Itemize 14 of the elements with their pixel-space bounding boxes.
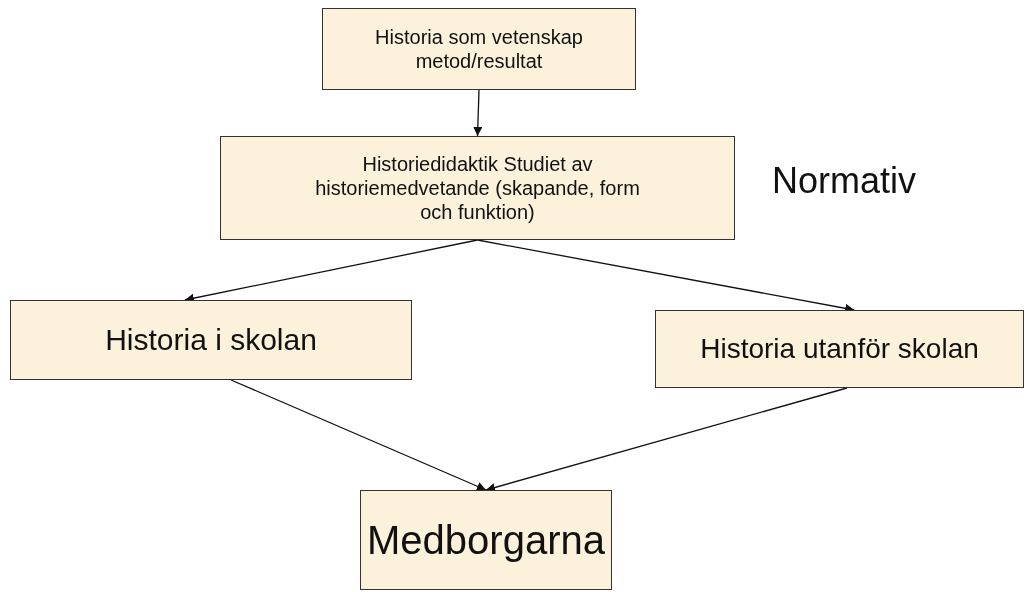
box-text: Historia utanför skolan bbox=[700, 332, 979, 366]
box-text: Medborgarna bbox=[367, 517, 605, 564]
process-box bbox=[220, 136, 735, 240]
process-box bbox=[10, 300, 412, 380]
arrow bbox=[473, 89, 483, 137]
box-text: Historia i skolan bbox=[105, 322, 317, 358]
process-box bbox=[322, 8, 636, 90]
arrow bbox=[230, 379, 487, 491]
side-label: Normativ bbox=[772, 160, 917, 202]
box-text: Historia som vetenskap metod/resultat bbox=[374, 25, 584, 73]
arrow bbox=[485, 387, 848, 492]
process-box bbox=[655, 310, 1024, 388]
process-box bbox=[360, 490, 612, 590]
box-text: Historiedidaktik Studiet av historiemedvetande (skapande, form och funktion) bbox=[314, 152, 641, 224]
